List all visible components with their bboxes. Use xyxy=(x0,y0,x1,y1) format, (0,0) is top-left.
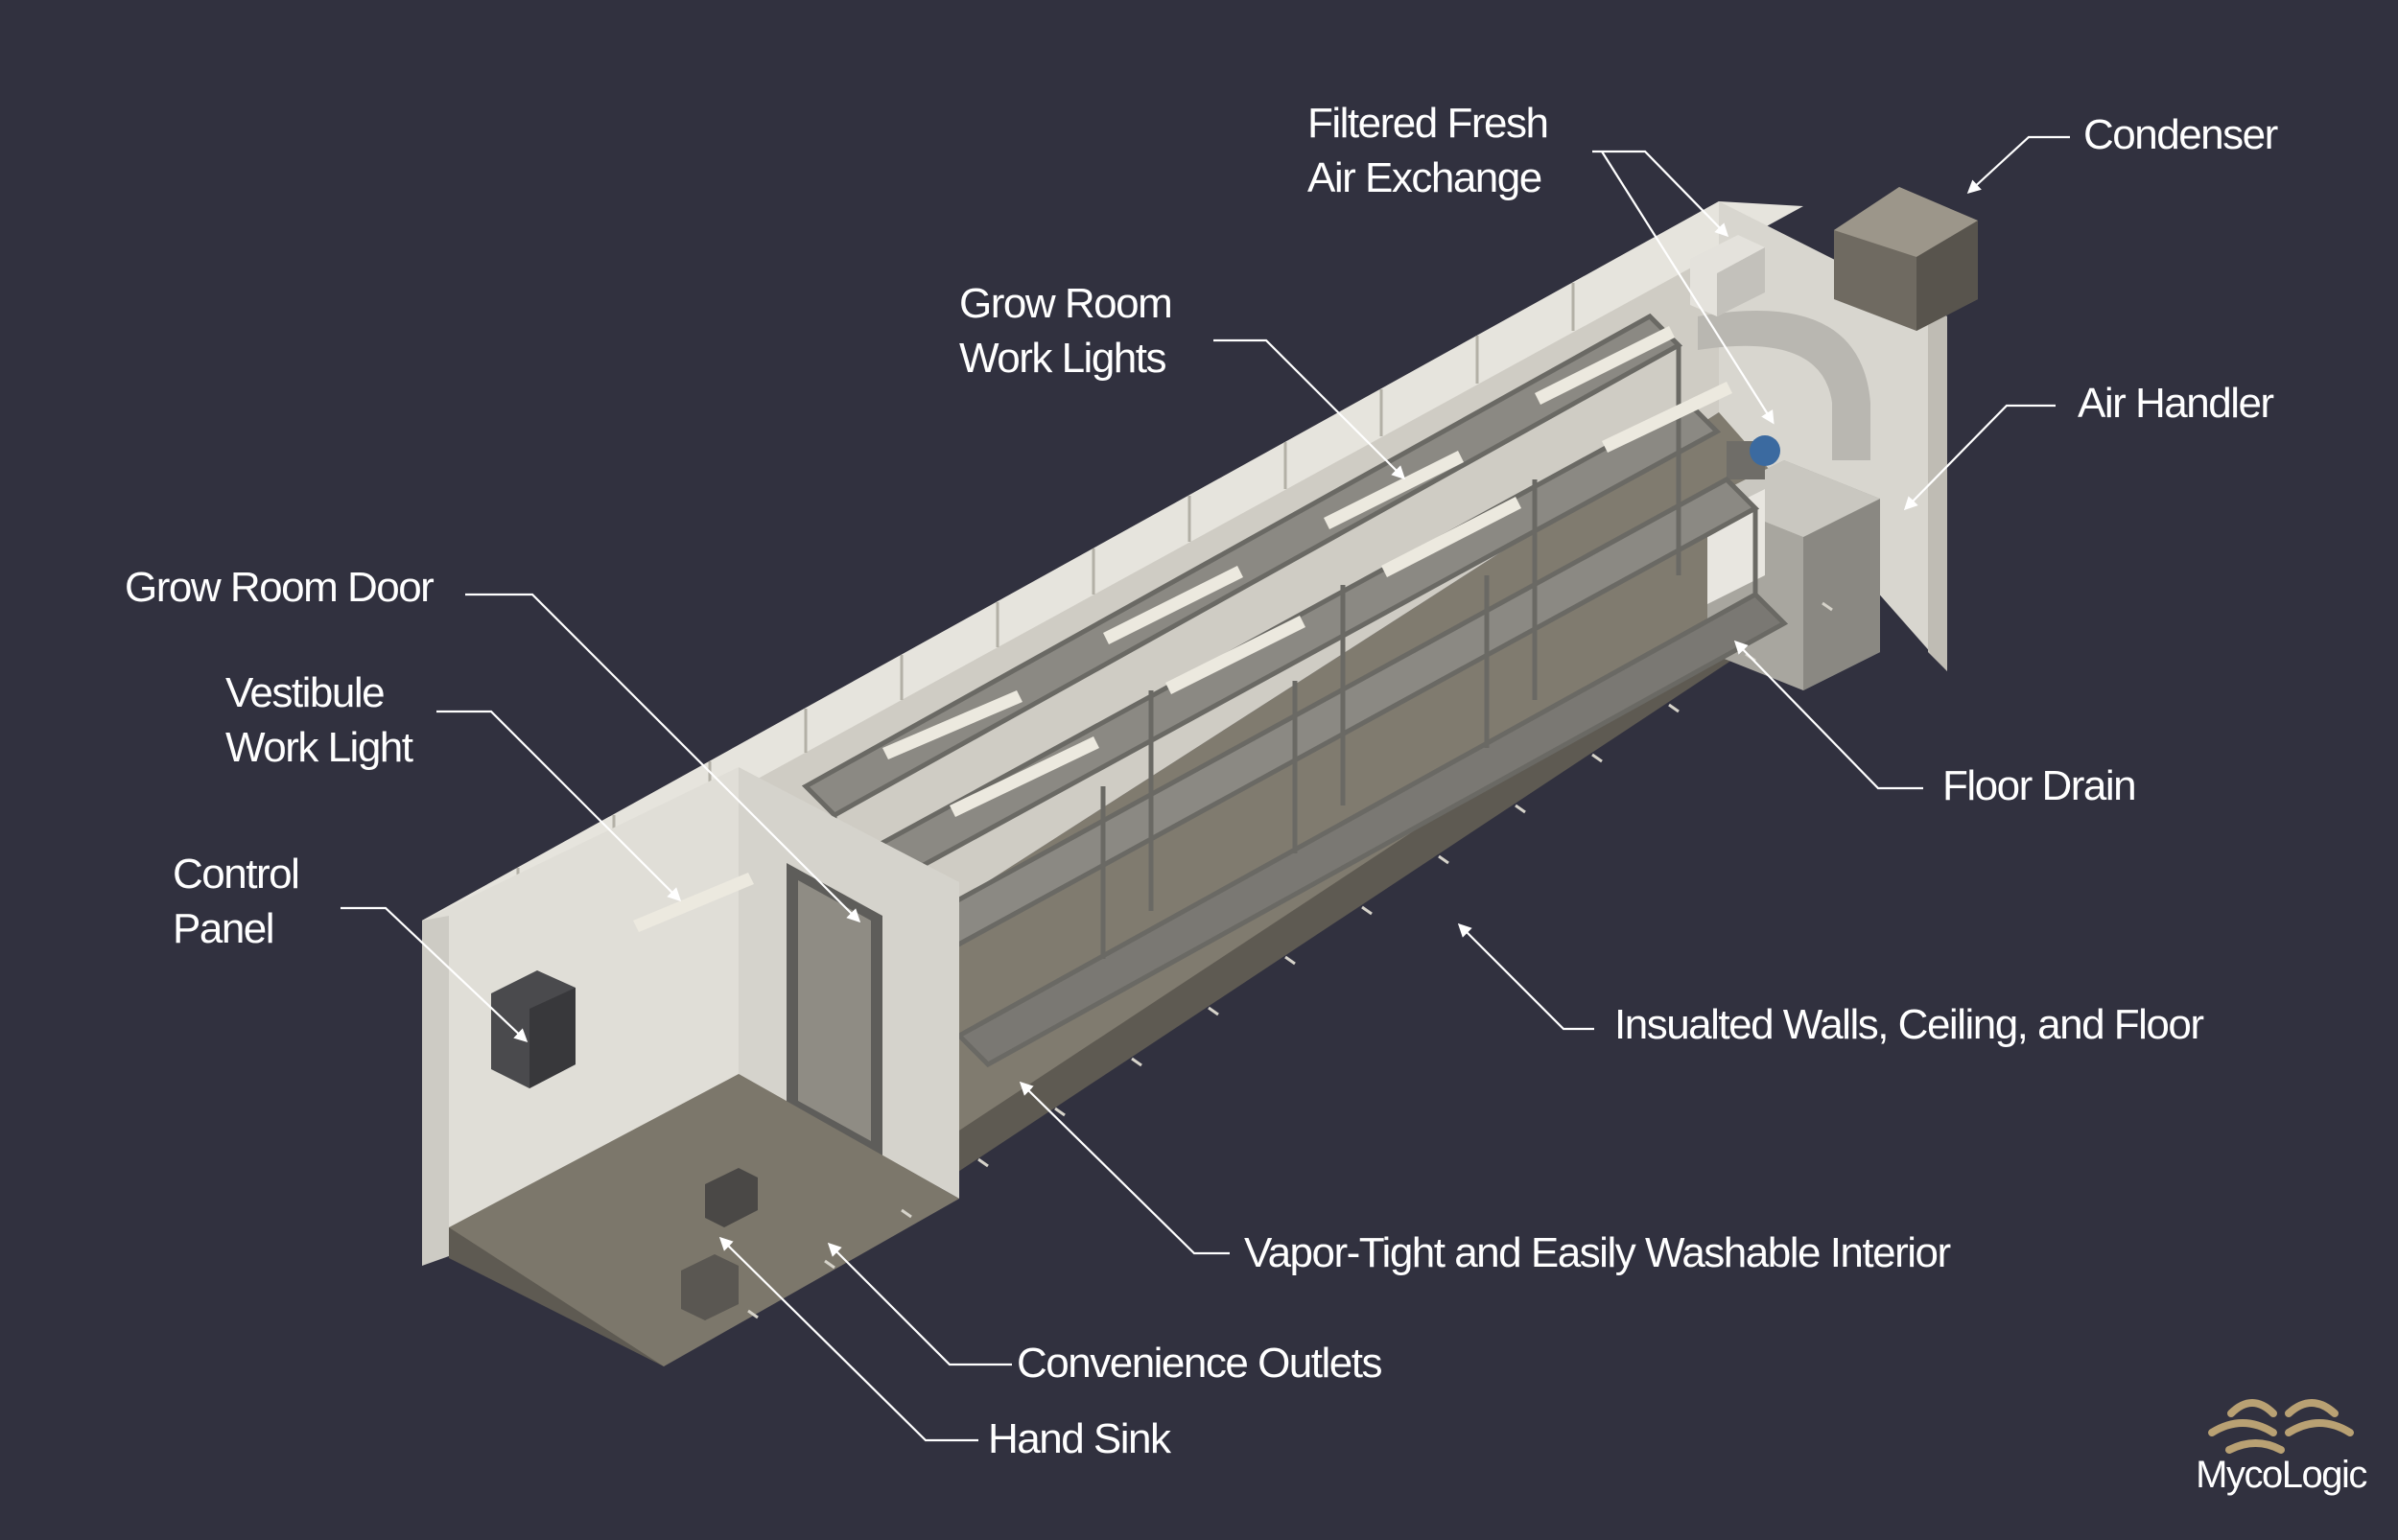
condenser-unit xyxy=(1834,187,1978,331)
brand-name: MycoLogic xyxy=(2196,1454,2367,1496)
leader-hand-sink xyxy=(718,1236,978,1442)
vestibule-light xyxy=(633,873,754,932)
vestibule-floor xyxy=(449,1074,959,1366)
partition-wall xyxy=(739,767,959,1199)
leader-control-panel xyxy=(341,906,529,1043)
label-vestibule-light: Vestibule Work Light xyxy=(225,669,413,771)
grow-shelving xyxy=(801,313,1789,1112)
leader-grow-room-door xyxy=(465,593,861,923)
grow-lights xyxy=(882,326,1732,817)
hand-sink-unit xyxy=(681,1168,758,1320)
leader-lines xyxy=(341,135,2070,1442)
label-insulated: Insualted Walls, Ceiling, and Floor xyxy=(1614,1001,2204,1048)
leader-outlets xyxy=(827,1242,1012,1366)
fresh-air-box xyxy=(1690,235,1765,316)
leader-air-handler xyxy=(1903,404,2056,511)
label-grow-room-lights: Grow Room Work Lights xyxy=(959,280,1173,382)
mushroom-cap-icon xyxy=(2208,1399,2354,1454)
leader-filtered-air-a xyxy=(1592,150,1729,238)
leader-condenser xyxy=(1966,135,2070,195)
leader-grow-lights xyxy=(1213,338,1406,480)
leader-floor-drain xyxy=(1733,640,1923,790)
label-floor-drain: Floor Drain xyxy=(1942,762,2137,809)
label-hand-sink: Hand Sink xyxy=(988,1415,1171,1462)
leader-insulated xyxy=(1457,922,1594,1031)
brand-logo: MycoLogic xyxy=(2175,1388,2386,1532)
label-grow-room-door: Grow Room Door xyxy=(125,564,435,611)
label-condenser: Condenser xyxy=(2083,111,2278,158)
control-panel-box xyxy=(491,970,576,1088)
label-vapor-tight: Vapor-Tight and Easily Washable Interior xyxy=(1244,1229,1951,1276)
left-end-wall xyxy=(422,767,739,1266)
label-air-handler: Air Handler xyxy=(2078,380,2274,427)
label-filtered-air: Filtered Fresh Air Exchange xyxy=(1307,100,1549,201)
label-outlets: Convenience Outlets xyxy=(1017,1340,1382,1387)
leader-vapor-tight xyxy=(1019,1081,1230,1255)
label-control-panel: Control Panel xyxy=(173,851,300,952)
leader-filtered-air-b xyxy=(1601,151,1775,425)
leader-vestibule-light xyxy=(436,710,682,902)
ceiling-edge xyxy=(422,201,1803,921)
